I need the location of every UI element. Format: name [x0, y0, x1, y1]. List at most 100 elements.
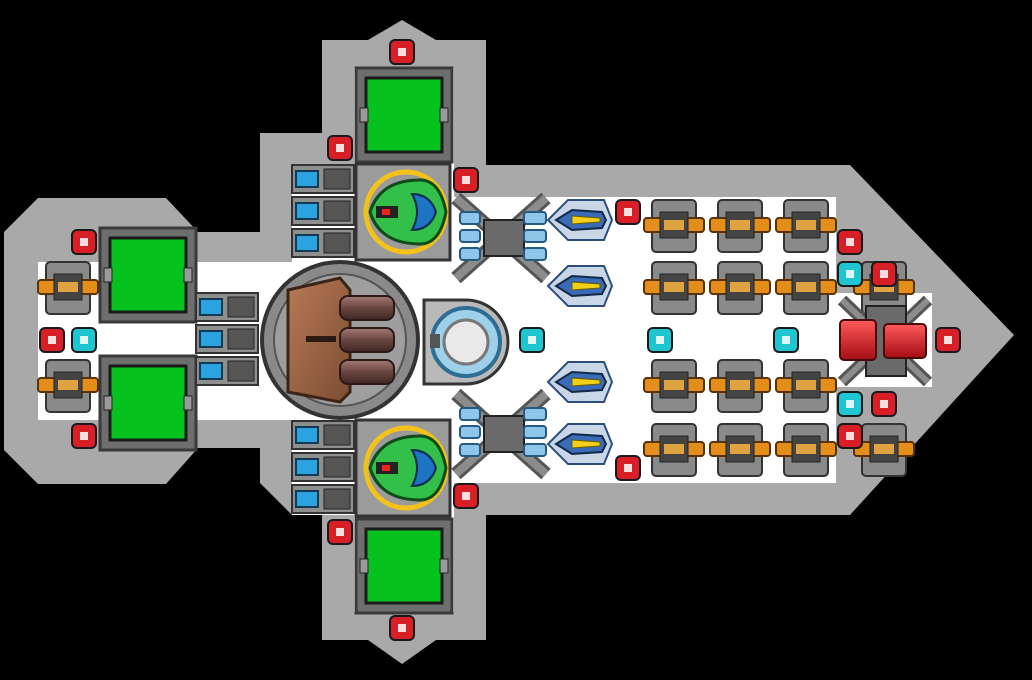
drive-coil	[459, 211, 481, 225]
battery-terminal	[323, 488, 351, 510]
cyan-node-core	[528, 336, 536, 344]
x-drive	[451, 388, 551, 480]
pod-light	[571, 439, 601, 449]
battery-cell	[295, 426, 319, 444]
green-panel-screen	[364, 76, 444, 154]
cyan-node	[837, 261, 863, 287]
green-panel-latch	[439, 107, 449, 123]
blue-pod	[546, 361, 614, 403]
core-modules	[260, 162, 510, 518]
drive-hub	[483, 415, 525, 453]
red-node-core	[48, 336, 56, 344]
red-engine	[837, 295, 933, 387]
red-node	[837, 423, 863, 449]
red-node-core	[80, 432, 88, 440]
battery-terminal	[323, 232, 351, 254]
battery-pack	[291, 164, 355, 258]
red-node	[39, 327, 65, 353]
barrel	[339, 327, 395, 353]
green-reactor	[354, 418, 452, 518]
turret-light	[730, 282, 750, 292]
orange-turret	[775, 423, 837, 477]
red-node	[453, 167, 479, 193]
green-panel-latch	[183, 267, 193, 283]
green-panel-latch	[183, 395, 193, 411]
blue-pod	[546, 265, 614, 307]
dome-core-center	[442, 318, 490, 366]
red-node	[935, 327, 961, 353]
reactor-light	[382, 209, 390, 215]
green-panel	[98, 354, 198, 452]
red-node-core	[336, 144, 344, 152]
pod-light	[571, 377, 601, 387]
drive-coil	[523, 247, 547, 261]
green-panel-latch	[103, 267, 113, 283]
orange-turret	[775, 199, 837, 253]
battery-terminal	[323, 424, 351, 446]
battery-terminal	[227, 328, 255, 350]
green-panel-latch	[439, 558, 449, 574]
red-node-core	[336, 528, 344, 536]
orange-turret	[643, 359, 705, 413]
red-node-core	[624, 464, 632, 472]
green-panel	[354, 66, 454, 164]
turret-light	[664, 444, 684, 454]
dome-port	[430, 334, 440, 348]
green-panel	[98, 226, 198, 324]
turret-light	[730, 380, 750, 390]
battery-cell	[199, 298, 223, 316]
green-reactor	[354, 162, 452, 262]
green-panel-latch	[359, 107, 369, 123]
crate-slot	[306, 336, 336, 342]
red-node	[871, 261, 897, 287]
turret-light	[664, 282, 684, 292]
reactor-light	[382, 465, 390, 471]
pod-light	[571, 281, 601, 291]
pod-light	[571, 215, 601, 225]
blue-pod	[546, 423, 614, 465]
red-node-core	[880, 400, 888, 408]
barrel-core	[260, 260, 420, 420]
orange-turret	[853, 423, 915, 477]
red-node	[837, 229, 863, 255]
red-node	[71, 423, 97, 449]
battery-pack	[291, 420, 355, 514]
cyan-node-core	[846, 270, 854, 278]
orange-turret	[643, 261, 705, 315]
orange-turret	[709, 423, 771, 477]
drive-coil	[523, 425, 547, 439]
red-node	[453, 483, 479, 509]
red-node	[389, 615, 415, 641]
drive-hub	[483, 219, 525, 257]
turret-light	[796, 220, 816, 230]
barrel	[339, 295, 395, 321]
cyan-node-core	[846, 400, 854, 408]
drive-coil	[523, 211, 547, 225]
green-panels	[98, 66, 454, 615]
orange-turret	[37, 261, 99, 315]
cyan-node-core	[782, 336, 790, 344]
red-node-core	[944, 336, 952, 344]
red-node	[389, 39, 415, 65]
battery-cell	[295, 170, 319, 188]
battery-terminal	[323, 456, 351, 478]
battery-cell	[295, 490, 319, 508]
drive-coil	[459, 229, 481, 243]
red-node-core	[462, 176, 470, 184]
turret-light	[58, 282, 78, 292]
x-drive	[451, 192, 551, 284]
green-panel-latch	[103, 395, 113, 411]
x-drives	[451, 192, 551, 480]
drive-coil	[523, 407, 547, 421]
orange-turret	[37, 359, 99, 413]
red-node	[871, 391, 897, 417]
battery-cell	[295, 202, 319, 220]
blue-pod	[546, 199, 614, 241]
turret-light	[58, 380, 78, 390]
orange-turret	[709, 261, 771, 315]
turret-light	[796, 380, 816, 390]
battery-pack	[195, 292, 259, 386]
orange-turret	[775, 359, 837, 413]
